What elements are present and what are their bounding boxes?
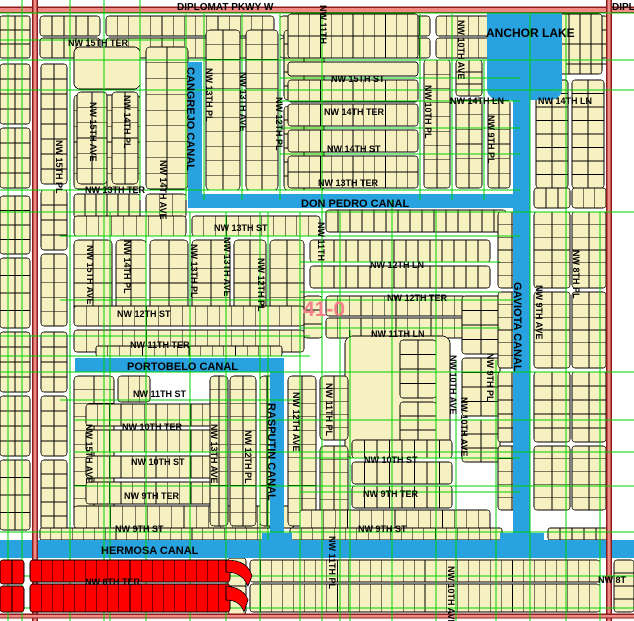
parcel-block[interactable] xyxy=(73,215,187,237)
parcel-block[interactable] xyxy=(487,99,511,189)
parcel-block[interactable] xyxy=(145,46,189,190)
parcel-block[interactable] xyxy=(0,459,31,531)
parcel-block[interactable] xyxy=(571,291,607,369)
parcel-block[interactable] xyxy=(0,257,31,329)
parcel-block[interactable] xyxy=(40,459,68,531)
parcel-block[interactable] xyxy=(0,127,31,189)
parcel-block[interactable] xyxy=(40,189,68,251)
parcel-block[interactable] xyxy=(0,15,31,59)
parcel-block[interactable] xyxy=(39,527,269,541)
highlighted-parcel-block[interactable] xyxy=(29,559,231,583)
parcel-block[interactable] xyxy=(145,193,187,219)
parcel-block[interactable] xyxy=(423,59,451,189)
parcel-block[interactable] xyxy=(461,419,501,463)
open-parcel[interactable] xyxy=(287,61,419,77)
parcel-block[interactable] xyxy=(111,91,139,185)
parcel-block[interactable] xyxy=(40,63,68,185)
parcel-block[interactable] xyxy=(571,445,607,511)
parcel-block[interactable] xyxy=(461,295,501,355)
parcel-block[interactable] xyxy=(351,485,453,509)
parcel-block[interactable] xyxy=(287,79,419,103)
parcel-block[interactable] xyxy=(399,339,437,399)
parcel-block[interactable] xyxy=(613,559,634,613)
parcel-block[interactable] xyxy=(571,79,605,189)
parcel-block[interactable] xyxy=(533,371,571,443)
parcel-block[interactable] xyxy=(85,429,227,453)
parcel-block[interactable] xyxy=(0,195,31,255)
parcel-block[interactable] xyxy=(245,29,279,191)
parcel-block[interactable] xyxy=(85,481,227,505)
highlighted-parcel-cap[interactable] xyxy=(225,585,249,614)
parcel-block[interactable] xyxy=(40,395,68,457)
parcel-blocks xyxy=(0,13,634,615)
parcel-block[interactable] xyxy=(533,445,571,511)
parcel-block[interactable] xyxy=(249,583,601,613)
parcel-block[interactable] xyxy=(461,357,501,417)
parcel-block[interactable] xyxy=(76,91,108,185)
parcel-block[interactable] xyxy=(571,371,607,443)
parcel-block[interactable] xyxy=(571,211,607,289)
highlighted-parcel-cap[interactable] xyxy=(225,559,253,587)
parcel-block[interactable] xyxy=(303,295,323,339)
parcel-block[interactable] xyxy=(0,331,31,393)
parcel-block[interactable] xyxy=(325,209,507,233)
parcel-block[interactable] xyxy=(117,375,151,403)
parcel-block[interactable] xyxy=(319,375,349,441)
parcel-block[interactable] xyxy=(95,345,283,357)
highlighted-parcel-block[interactable] xyxy=(0,585,25,613)
parcel-block[interactable] xyxy=(299,509,491,531)
parcel-block[interactable] xyxy=(73,305,305,327)
parcel-block[interactable] xyxy=(287,13,419,59)
water-layer xyxy=(0,8,634,558)
parcel-block[interactable] xyxy=(351,461,453,485)
highlighted-parcels[interactable] xyxy=(0,559,253,614)
parcel-block[interactable] xyxy=(547,527,609,541)
parcel-block[interactable] xyxy=(205,29,241,191)
parcel-block[interactable] xyxy=(0,63,31,125)
parcel-block[interactable] xyxy=(533,211,571,289)
parcel-block[interactable] xyxy=(40,331,68,393)
parcel-block[interactable] xyxy=(0,395,31,457)
highlighted-parcel-block[interactable] xyxy=(29,583,231,613)
parcel-block[interactable] xyxy=(287,129,419,153)
parcel-block[interactable] xyxy=(533,187,571,209)
parcel-block[interactable] xyxy=(73,239,113,327)
parcel-block[interactable] xyxy=(249,559,601,583)
parcel-block[interactable] xyxy=(40,253,68,327)
parcel-block[interactable] xyxy=(309,239,491,263)
parcel-block[interactable] xyxy=(351,439,453,459)
parcel-block[interactable] xyxy=(325,295,467,317)
parcel-block[interactable] xyxy=(85,455,227,479)
parcel-block[interactable] xyxy=(571,187,607,209)
open-parcel[interactable] xyxy=(73,46,141,90)
parcel-block[interactable] xyxy=(73,193,141,219)
parcel-block[interactable] xyxy=(455,99,483,189)
parcel-block[interactable] xyxy=(229,375,257,527)
parcel-block[interactable] xyxy=(85,403,227,427)
highlighted-parcel-block[interactable] xyxy=(0,559,25,585)
parcel-block[interactable] xyxy=(533,291,571,369)
parcel-block[interactable] xyxy=(209,375,229,527)
parcel-block[interactable] xyxy=(287,103,419,127)
parcel-block[interactable] xyxy=(287,155,419,189)
parcel-block[interactable] xyxy=(309,265,491,289)
parcel-block[interactable] xyxy=(287,375,317,527)
parcel-block[interactable] xyxy=(191,215,321,237)
